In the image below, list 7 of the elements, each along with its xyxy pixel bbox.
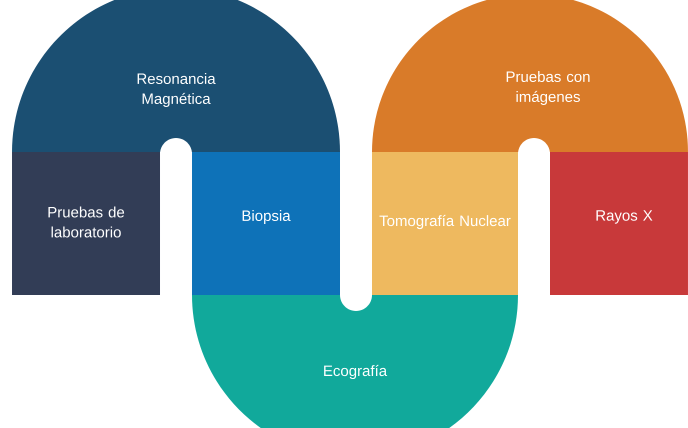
category-box: Pruebas de laboratorio [12, 152, 160, 295]
arch-band: Pruebas con imágenes [372, 0, 688, 170]
category-box: Biopsia [192, 152, 340, 295]
category-box: Rayos X [550, 152, 688, 295]
arch-band: Resonancia Magnética [12, 0, 340, 170]
category-box: Tomografía Nuclear [372, 152, 518, 295]
arch-band: Ecografía [192, 279, 518, 428]
